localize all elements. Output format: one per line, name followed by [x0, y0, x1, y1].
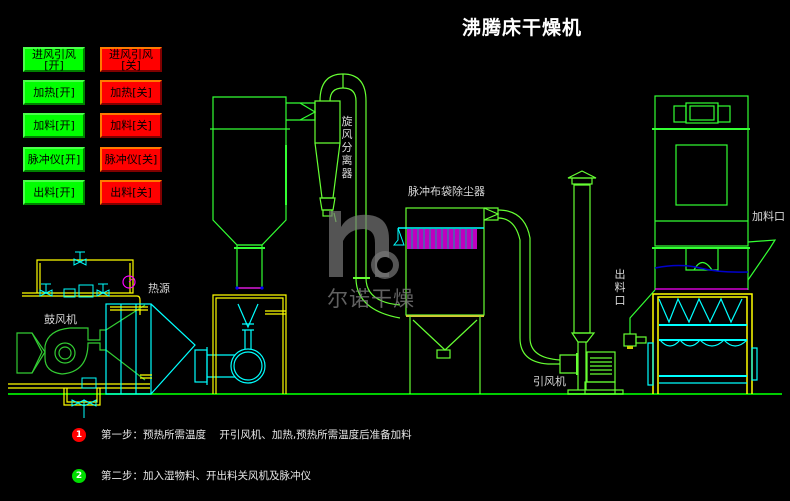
fluid-bed-dryer	[629, 95, 777, 334]
cyclone-label: 旋风分离器	[341, 115, 353, 180]
main-tower	[210, 96, 317, 289]
page-title: 沸腾床干燥机	[462, 17, 583, 39]
discharge-spout	[627, 346, 633, 349]
discharge-off-label: 出料[关]	[110, 186, 152, 199]
material-bed-line	[654, 264, 749, 273]
step-2-text: 第二步：加入湿物料、开出料关风机及脉冲仪	[101, 470, 311, 482]
heat-exchanger	[105, 303, 266, 395]
pulse-on-button[interactable]: 脉冲仪[开]	[23, 147, 85, 172]
blower-label: 鼓风机	[44, 313, 77, 326]
outlet-label: 出料口	[614, 268, 626, 307]
step-1-text: 第一步：预热所需温度 开引风机、加热,预热所需温度后准备加料	[101, 429, 412, 441]
heating-off-label: 加热[关]	[110, 86, 152, 99]
step-1: 1 第一步：预热所需温度 开引风机、加热,预热所需温度后准备加料	[72, 427, 412, 442]
bag-filter-label: 脉冲布袋除尘器	[408, 185, 485, 198]
intake-fan-off-label: 进风引风 [关]	[109, 47, 153, 72]
blower-unit	[16, 304, 146, 381]
inlet-label: 加料口	[752, 210, 785, 223]
feeding-on-label: 加料[开]	[33, 119, 75, 132]
heating-on-label: 加热[开]	[33, 86, 75, 99]
induced-fan	[559, 170, 624, 395]
feeding-off-button[interactable]: 加料[关]	[100, 113, 162, 138]
air-chambers	[647, 297, 758, 386]
intake-fan-off-button[interactable]: 进风引风 [关]	[100, 47, 162, 72]
discharge-off-button[interactable]: 出料[关]	[100, 180, 162, 205]
pulse-off-button[interactable]: 脉冲仪[关]	[100, 147, 162, 172]
feeding-on-button[interactable]: 加料[开]	[23, 113, 85, 138]
pulse-on-label: 脉冲仪[开]	[27, 153, 81, 166]
watermark-text: 尔诺干燥	[327, 287, 415, 311]
induced-fan-label: 引风机	[533, 375, 566, 388]
discharge-valve	[623, 333, 647, 347]
pulse-off-label: 脉冲仪[关]	[104, 153, 158, 166]
feeding-off-label: 加料[关]	[110, 119, 152, 132]
heat-source-label: 热源	[148, 282, 170, 295]
watermark: 尔诺干燥	[327, 207, 437, 311]
heater-frame	[110, 294, 287, 394]
bolt	[235, 286, 239, 290]
intake-fan-on-label: 进风引风 [开]	[32, 47, 76, 72]
heating-off-button[interactable]: 加热[关]	[100, 80, 162, 105]
pressure-gauge-icon	[122, 275, 136, 289]
step-1-badge: 1	[72, 427, 86, 442]
step-2-badge: 2	[72, 468, 86, 483]
bolt	[260, 286, 264, 290]
watermark-logo-icon	[329, 211, 399, 279]
valve-icons	[39, 251, 110, 418]
step-2: 2 第二步：加入湿物料、开出料关风机及脉冲仪	[72, 468, 311, 483]
bag-filter	[405, 207, 561, 394]
filter-bag-lines	[411, 229, 473, 249]
cyclone-separator	[314, 73, 401, 319]
heating-on-button[interactable]: 加热[开]	[23, 80, 85, 105]
gauge-needle	[128, 278, 133, 283]
intake-fan-on-button[interactable]: 进风引风 [开]	[23, 47, 85, 72]
discharge-on-label: 出料[开]	[33, 186, 75, 199]
pulse-valve-icon	[392, 227, 405, 246]
discharge-on-button[interactable]: 出料[开]	[23, 180, 85, 205]
